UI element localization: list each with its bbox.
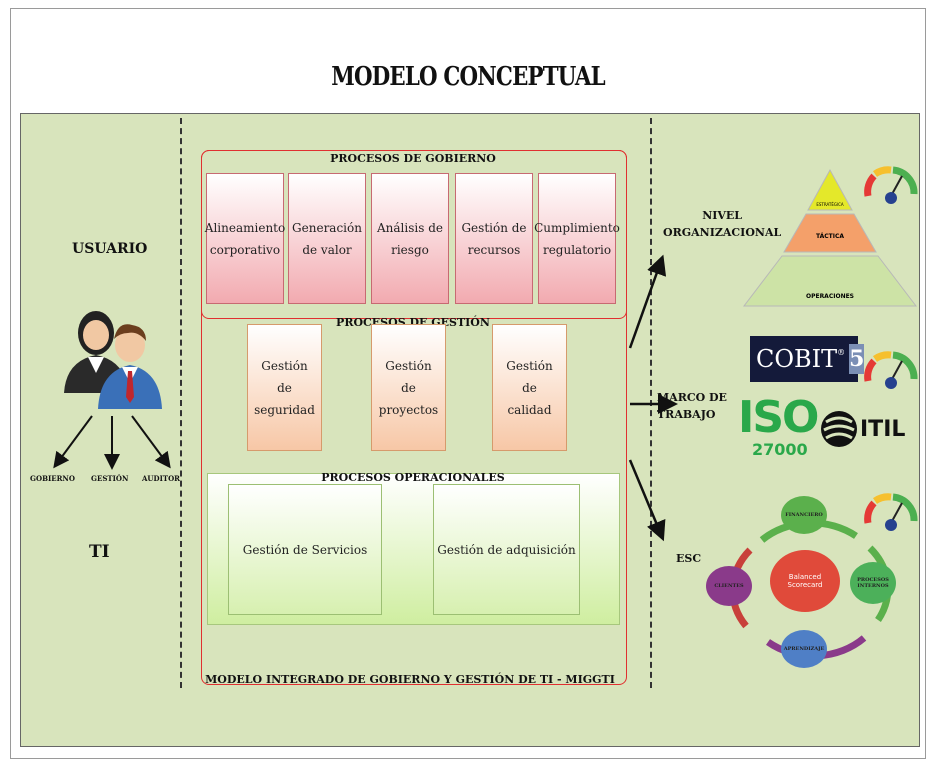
proceso-servicios: Gestión de Servicios <box>228 484 382 615</box>
diagram-title: MODELO CONCEPTUAL <box>331 62 605 92</box>
proceso-analisis: Análisis de riesgo <box>371 173 449 304</box>
users-icon <box>64 311 162 409</box>
proceso-alineamiento: Alineamiento corporativo <box>205 173 285 304</box>
proceso-seguridad: Gestión de seguridad <box>247 324 322 451</box>
gobierno-box <box>201 150 627 319</box>
esc-label: ESC <box>676 552 702 565</box>
gauge-icon-2 <box>864 351 918 389</box>
proceso-generacion: Generación de valor <box>288 173 366 304</box>
gauge-icon-1 <box>864 166 918 204</box>
role-gobierno: GOBIERNO <box>30 474 75 483</box>
proceso-proyectos: Gestión de proyectos <box>371 324 446 451</box>
operacionales-title: PROCESOS OPERACIONALES <box>321 471 505 484</box>
model-footer: MODELO INTEGRADO DE GOBIERNO Y GESTIÓN D… <box>205 673 615 686</box>
itil-logo: ITIL <box>818 408 905 450</box>
right-arrows <box>628 254 678 542</box>
gauge-icon-3 <box>864 493 918 531</box>
role-gestion: GESTIÓN <box>91 474 129 483</box>
bsc-procesos: PROCESOS INTERNOS <box>850 562 896 604</box>
pyramid-mid-label: TÁCTICA <box>816 233 844 240</box>
proceso-recursos: Gestión de recursos <box>455 173 533 304</box>
proceso-cumplimiento: Cumplimiento regulatorio <box>534 173 620 304</box>
bsc-aprendizaje: APRENDIZAJE <box>781 630 827 668</box>
proceso-calidad: Gestión de calidad <box>492 324 567 451</box>
marco-label: MARCO DE TRABAJO <box>657 391 727 421</box>
pyramid-top-label: ESTRATÉGICA <box>816 202 844 207</box>
divider-left <box>180 118 182 688</box>
pyramid-graphic: ESTRATÉGICA TÁCTICA OPERACIONES <box>742 168 918 307</box>
pyramid-bottom-label: OPERACIONES <box>806 293 854 300</box>
bsc-center: Balanced Scorecard <box>770 550 840 612</box>
cobit-logo: COBIT ® 5 <box>750 336 865 382</box>
proceso-adquisicion: Gestión de adquisición <box>433 484 580 615</box>
nivel-label: NIVEL ORGANIZACIONAL <box>663 209 782 239</box>
iso-logo: ISO 27000 <box>738 392 819 460</box>
bsc-financiero: FINANCIERO <box>781 496 827 534</box>
role-auditor: AUDITOR <box>142 474 181 483</box>
bsc-clientes: CLIENTES <box>706 566 752 606</box>
gobierno-title: PROCESOS DE GOBIERNO <box>330 152 496 165</box>
usuario-label: USUARIO <box>72 241 148 257</box>
itil-swirl-icon <box>821 411 857 447</box>
role-arrows <box>53 415 171 470</box>
ti-label: TI <box>89 542 110 562</box>
